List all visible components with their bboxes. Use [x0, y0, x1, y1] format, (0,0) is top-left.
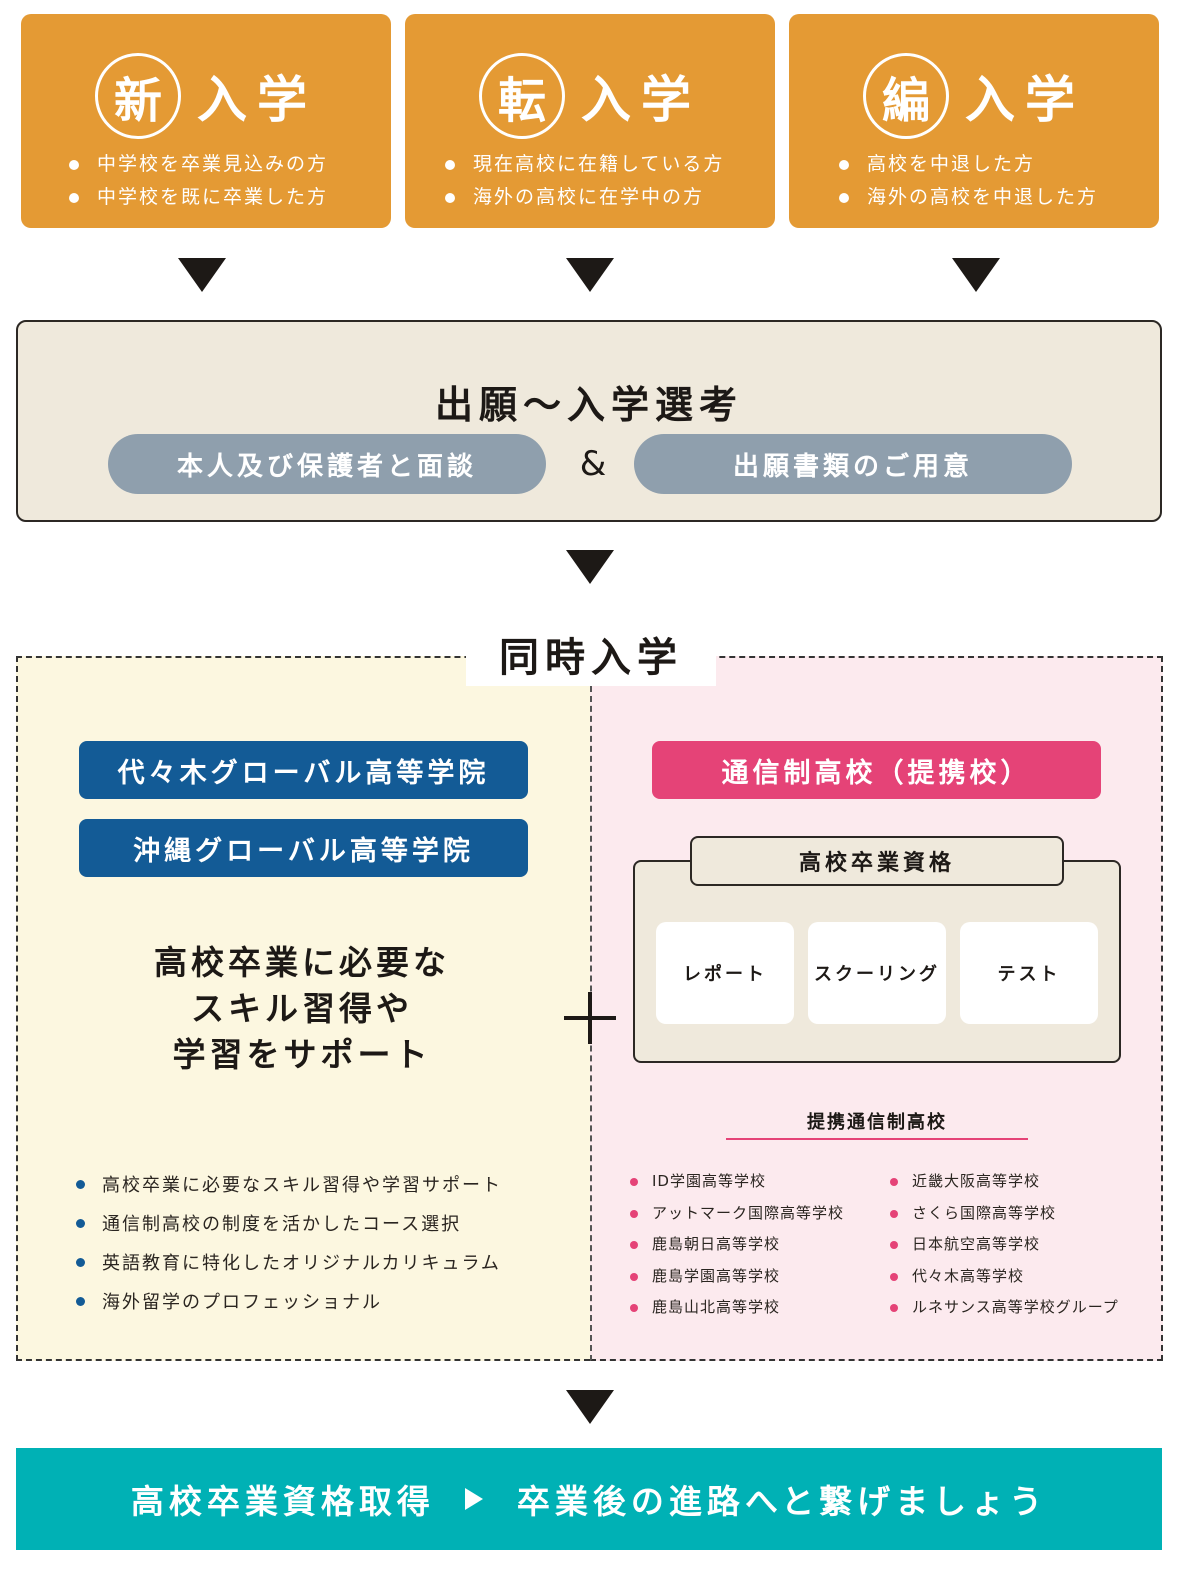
down-arrow-icon	[566, 550, 614, 584]
support-line: 学習をサポート	[172, 1035, 432, 1074]
list-item: 通信制高校の制度を活かしたコース選択	[76, 1205, 502, 1244]
list-item: 高校卒業に必要なスキル習得や学習サポート	[76, 1166, 502, 1205]
graduation-banner: 高校卒業資格取得 卒業後の進路へと繋げましょう	[16, 1448, 1162, 1550]
card-head: 編 入学	[789, 50, 1159, 142]
ampersand: &	[579, 444, 607, 484]
card-bullet: 海外の高校を中退した方	[835, 181, 1098, 214]
documents-pill: 出願書類のご用意	[634, 434, 1072, 494]
list-item: 海外留学のプロフェッショナル	[76, 1283, 502, 1322]
list-item: ルネサンス高等学校グループ	[890, 1292, 1119, 1324]
card-bullet: 現在高校に在籍している方	[441, 148, 724, 181]
down-arrow-icon	[566, 258, 614, 292]
down-arrow-icon	[566, 1390, 614, 1424]
list-item: ID学園高等学校	[630, 1166, 844, 1198]
card-title: 入学	[581, 71, 701, 129]
card-bullets: 現在高校に在籍している方 海外の高校に在学中の方	[441, 148, 724, 214]
list-item: 英語教育に特化したオリジナルカリキュラム	[76, 1244, 502, 1283]
card-new-admission: 新 入学 中学校を卒業見込みの方 中学校を既に卒業した方	[21, 14, 391, 228]
list-item: 鹿島朝日高等学校	[630, 1229, 844, 1261]
kanji-circle-transfer: 転	[479, 53, 565, 139]
card-head: 新 入学	[21, 50, 391, 142]
list-item: さくら国際高等学校	[890, 1198, 1119, 1230]
banner-left-text: 高校卒業資格取得	[130, 1482, 435, 1521]
selection-box: 出願～入学選考 本人及び保護者と面談 & 出願書類のご用意	[16, 320, 1162, 522]
card-bullet: 高校を中退した方	[835, 148, 1098, 181]
list-item: 鹿島学園高等学校	[630, 1261, 844, 1293]
play-arrow-icon	[464, 1488, 483, 1510]
qualification-label: 高校卒業資格	[690, 836, 1064, 886]
card-bullets: 中学校を卒業見込みの方 中学校を既に卒業した方	[65, 148, 328, 214]
partner-list-left: ID学園高等学校 アットマーク国際高等学校 鹿島朝日高等学校 鹿島学園高等学校 …	[630, 1166, 844, 1324]
down-arrow-icon	[178, 258, 226, 292]
partners-underline	[726, 1138, 1028, 1140]
school-badge-yoyogi: 代々木グローバル高等学院	[79, 741, 528, 799]
partner-list-right: 近畿大阪高等学校 さくら国際高等学校 日本航空高等学校 代々木高等学校 ルネサン…	[890, 1166, 1119, 1324]
interview-pill: 本人及び保護者と面談	[108, 434, 546, 494]
plus-icon	[588, 992, 592, 1044]
card-title: 入学	[965, 71, 1085, 129]
card-head: 転 入学	[405, 50, 775, 142]
list-item: 日本航空高等学校	[890, 1229, 1119, 1261]
school-badge-okinawa: 沖縄グローバル高等学院	[79, 819, 528, 877]
component-report: レポート	[656, 922, 794, 1024]
component-schooling: スクーリング	[808, 922, 946, 1024]
kanji-circle-reentry: 編	[863, 53, 949, 139]
card-bullets: 高校を中退した方 海外の高校を中退した方	[835, 148, 1098, 214]
list-item: 鹿島山北高等学校	[630, 1292, 844, 1324]
card-bullet: 海外の高校に在学中の方	[441, 181, 724, 214]
correspondence-header: 通信制高校（提携校）	[652, 741, 1101, 799]
simultaneous-title: 同時入学	[466, 630, 716, 686]
card-title: 入学	[197, 71, 317, 129]
banner-right-text: 卒業後の進路へと繋げましょう	[516, 1482, 1048, 1521]
list-item: アットマーク国際高等学校	[630, 1198, 844, 1230]
partners-title: 提携通信制高校	[807, 1112, 947, 1133]
card-reentry-admission: 編 入学 高校を中退した方 海外の高校を中退した方	[789, 14, 1159, 228]
list-item: 代々木高等学校	[890, 1261, 1119, 1293]
down-arrow-icon	[952, 258, 1000, 292]
card-bullet: 中学校を卒業見込みの方	[65, 148, 328, 181]
support-statement: 高校卒業に必要な スキル習得や 学習をサポート	[100, 940, 504, 1078]
selection-title: 出願～入学選考	[434, 383, 743, 427]
list-item: 近畿大阪高等学校	[890, 1166, 1119, 1198]
support-line: 高校卒業に必要な	[154, 943, 450, 982]
card-transfer-admission: 転 入学 現在高校に在籍している方 海外の高校に在学中の方	[405, 14, 775, 228]
kanji-circle-new: 新	[95, 53, 181, 139]
feature-list: 高校卒業に必要なスキル習得や学習サポート 通信制高校の制度を活かしたコース選択 …	[76, 1166, 502, 1322]
component-test: テスト	[960, 922, 1098, 1024]
support-line: スキル習得や	[191, 989, 413, 1028]
card-bullet: 中学校を既に卒業した方	[65, 181, 328, 214]
